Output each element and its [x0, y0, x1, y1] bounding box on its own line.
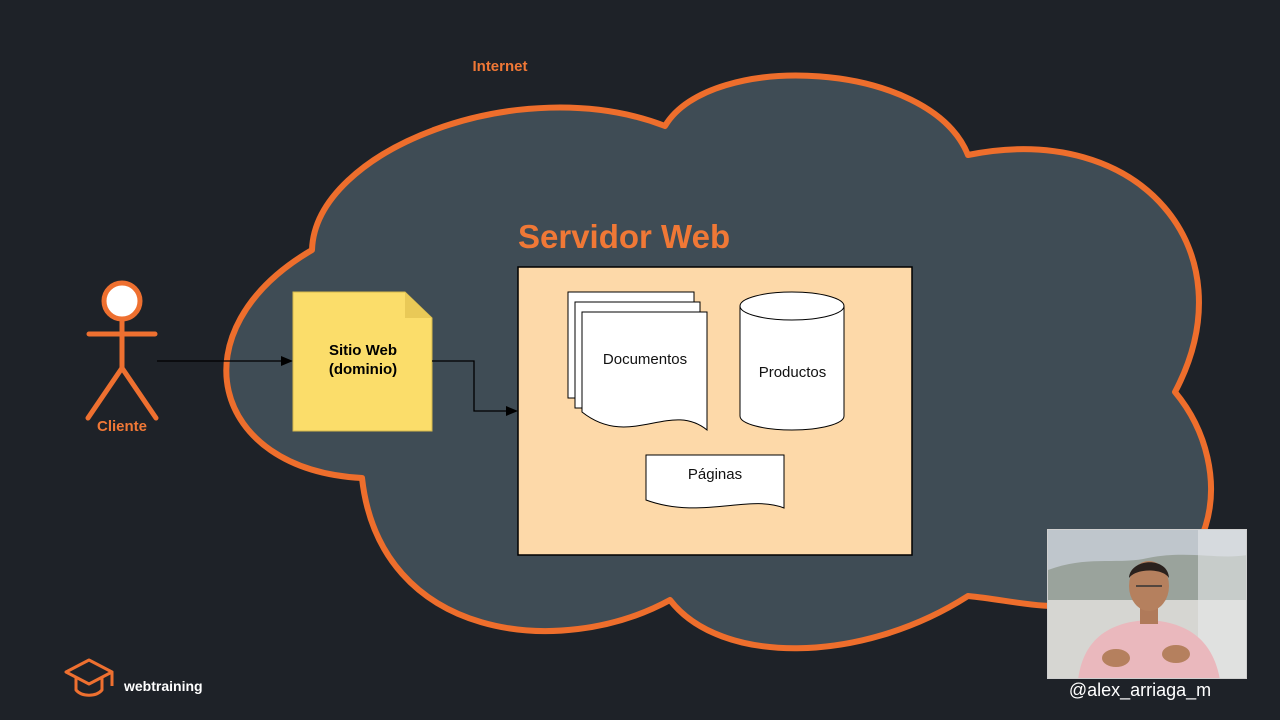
- products-database-icon: [739, 291, 845, 431]
- website-label-line2: (dominio): [328, 361, 398, 378]
- internet-label: Internet: [472, 58, 528, 75]
- products-label: Productos: [758, 364, 827, 381]
- pages-label: Páginas: [687, 466, 743, 483]
- presenter-handle: @alex_arriaga_m: [1068, 680, 1212, 700]
- client-label: Cliente: [96, 418, 147, 435]
- arrow-client-to-site: [157, 356, 293, 366]
- webtraining-logo-icon: [64, 658, 114, 697]
- website-note-shape: [292, 291, 433, 432]
- server-title: Servidor Web: [518, 218, 731, 255]
- client-actor-icon: [85, 280, 159, 421]
- pages-document-icon: [645, 454, 785, 509]
- arrow-site-to-server: [432, 360, 518, 416]
- website-label-line1: Sitio Web: [328, 342, 398, 359]
- presenter-figure: [1048, 530, 1246, 678]
- documents-multi-document-icon: [567, 291, 708, 432]
- presenter-video: [1047, 529, 1247, 679]
- documents-label: Documentos: [602, 351, 688, 368]
- brand-name: webtraining: [124, 678, 203, 694]
- website-label: Sitio Web (dominio): [293, 341, 433, 379]
